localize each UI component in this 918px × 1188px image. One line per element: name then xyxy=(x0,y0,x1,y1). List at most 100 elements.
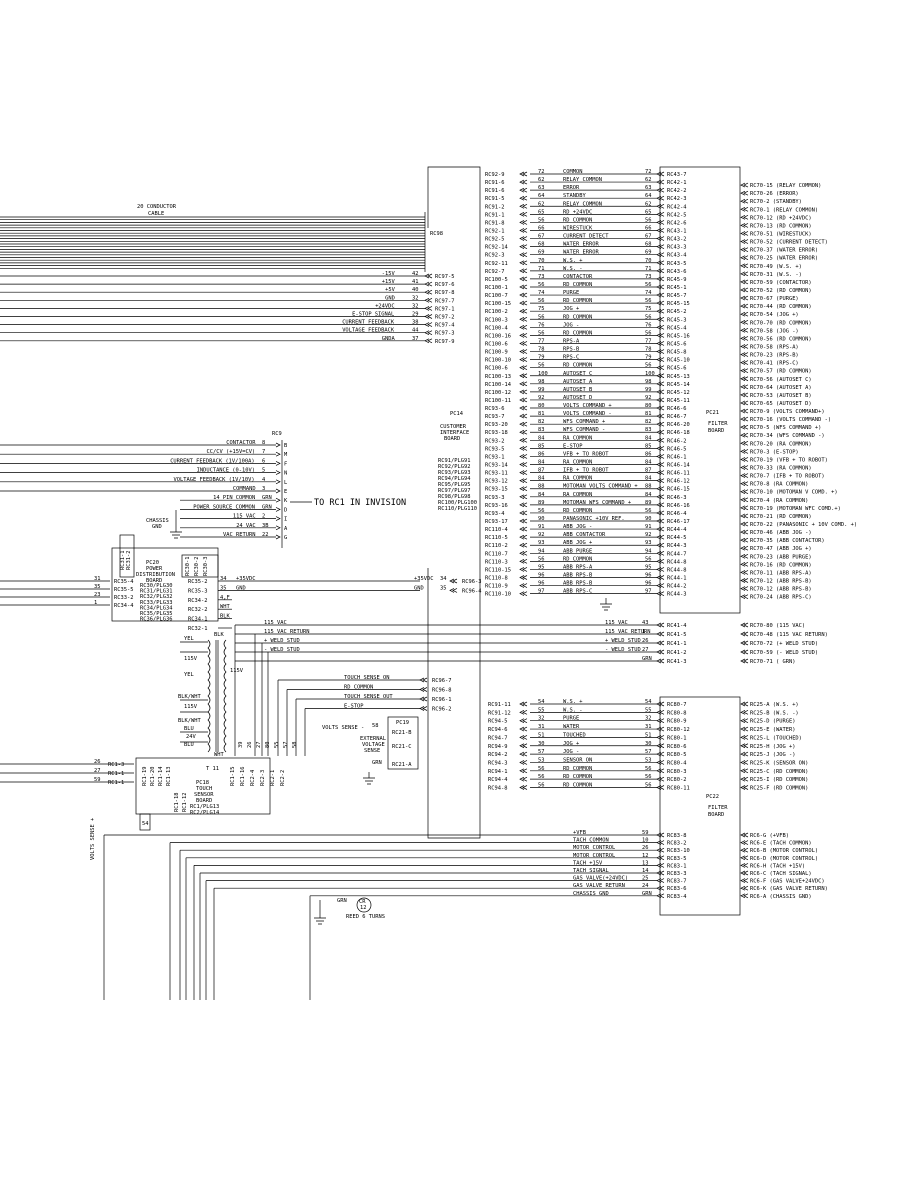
arrow xyxy=(656,893,665,899)
signal-label: MOTOR CONTROL xyxy=(573,845,615,851)
arrow-right xyxy=(656,203,665,209)
arrow xyxy=(656,649,665,655)
arrow-out xyxy=(740,594,749,599)
row-left-pin: RC100-10 xyxy=(485,358,511,364)
arrow-right xyxy=(656,341,665,346)
arrow-right xyxy=(656,365,665,370)
pin: RC1-3 xyxy=(108,762,124,768)
rc6-label: RC6-D (MOTOR CONTROL) xyxy=(750,856,818,862)
pc21-pin: RC46-20 xyxy=(667,422,690,428)
arrow-right xyxy=(656,743,665,749)
row-left-pin: RC94-4 xyxy=(488,777,507,783)
arrow-right xyxy=(656,760,665,765)
pc14-l2: INTERFACE xyxy=(440,430,469,436)
pin: L xyxy=(284,480,287,486)
pin: RC41-1 xyxy=(667,641,686,647)
row-left-pin: RC110-7 xyxy=(485,551,508,557)
arrow-out xyxy=(740,751,749,757)
arrow-left xyxy=(519,333,528,338)
arrow-out xyxy=(740,760,749,765)
pin: RC83-8 xyxy=(667,833,686,839)
rc70-label: RC70-2 (STANDBY) xyxy=(750,199,802,205)
arrow-out xyxy=(740,206,749,212)
arrow-right xyxy=(656,236,665,241)
arrow-right xyxy=(656,187,665,193)
arrow-out xyxy=(740,328,749,333)
wire-number: GRN xyxy=(262,495,272,501)
arrow-out xyxy=(740,832,749,838)
wire-number: 10 xyxy=(642,838,649,844)
wire-number: 42 xyxy=(412,271,419,277)
wire-number: 56 xyxy=(538,774,545,780)
wire-number: 56 xyxy=(538,508,545,514)
signal-label: RPS-A xyxy=(563,338,580,344)
row-left-pin: RC110-2 xyxy=(485,543,508,549)
pin: RC96-2 xyxy=(432,707,451,713)
wire-number: 55 xyxy=(538,707,545,713)
signal-label: IFB + TO ROBOT xyxy=(563,468,609,474)
pin: RC1-1 xyxy=(108,780,124,786)
arrow-out xyxy=(740,408,749,414)
arrow-out xyxy=(740,416,749,422)
row-left-pin: RC93-5 xyxy=(485,446,504,452)
arrow xyxy=(275,534,281,540)
wire-number-right: 56 xyxy=(645,282,652,288)
cr-l2: 12 xyxy=(360,905,367,911)
rc70-label: RC70-19 (MOTOMAN WFC COMD.+) xyxy=(750,506,841,512)
wire-number: 68 xyxy=(538,242,545,248)
row-left-pin: RC94-2 xyxy=(488,752,507,758)
rc70-label: RC70-11 (ABB RPS-A) xyxy=(750,570,812,576)
wire-number-right: 78 xyxy=(645,347,652,353)
pc20-plug: RC31/PLG31 xyxy=(140,589,172,595)
arrow-right xyxy=(656,421,665,427)
signal-label: +35VDC xyxy=(414,576,433,582)
arrow-out xyxy=(740,521,749,527)
pc21-pin: RC45-7 xyxy=(667,293,686,299)
t11-v1: 115V xyxy=(184,656,198,662)
pc14-plug: RC98/PLG98 xyxy=(438,494,470,500)
arrow-out xyxy=(740,481,749,486)
arrow-left xyxy=(519,559,528,564)
wire-number: 5 xyxy=(262,468,265,474)
pc21-pin: RC45-1 xyxy=(667,285,686,291)
wire-number: 76 xyxy=(538,322,545,328)
pin: RC83-4 xyxy=(667,894,686,900)
signal-label: INDUCTANCE (0-10V) xyxy=(197,468,255,474)
arrow-out xyxy=(740,319,749,325)
pc20-plug: RC35/PLG35 xyxy=(140,611,172,617)
wire-num: 26 xyxy=(247,742,253,749)
arrow-left xyxy=(519,244,528,249)
arrow xyxy=(449,578,458,584)
row-left-pin: RC93-3 xyxy=(485,495,504,501)
arrow-left xyxy=(519,357,528,362)
arrow-out xyxy=(740,847,749,853)
rc70-label: RC70-70 (RD COMMON) xyxy=(750,320,812,326)
pc18-pin: RC1-12 xyxy=(182,793,188,812)
pc14-plug: RC95/PLG95 xyxy=(438,482,470,488)
signal-label: COMMON xyxy=(563,169,582,175)
arrow-right xyxy=(656,526,665,532)
arrow-left xyxy=(519,195,528,201)
wire-number-right: 63 xyxy=(645,185,652,191)
rc70-label: RC70-80 (115 VAC) xyxy=(750,623,805,629)
grn-wire-label: GRN xyxy=(337,898,347,904)
ground-symbol-3 xyxy=(600,598,612,611)
arrow-left xyxy=(519,171,528,177)
arrow-right xyxy=(656,494,665,500)
pc21-pin: RC45-9 xyxy=(667,277,686,283)
pc21-pin: RC44-4 xyxy=(667,527,686,533)
signal-label: +VFB xyxy=(573,830,586,836)
signal-label: ABB RPS-B xyxy=(563,581,592,587)
pc22-pin: RC80-8 xyxy=(667,710,686,716)
arrow-right xyxy=(656,268,665,274)
rc30-pin: RC30-2 xyxy=(194,557,200,576)
t11-name: T 11 xyxy=(206,766,219,772)
arrow xyxy=(656,640,665,646)
rc70-label: RC70-59 (CONTACTOR) xyxy=(750,280,812,286)
arrow xyxy=(656,622,665,628)
pin: RC97-8 xyxy=(435,290,454,296)
row-left-pin: RC92-7 xyxy=(485,269,504,275)
pin: M xyxy=(284,452,288,458)
